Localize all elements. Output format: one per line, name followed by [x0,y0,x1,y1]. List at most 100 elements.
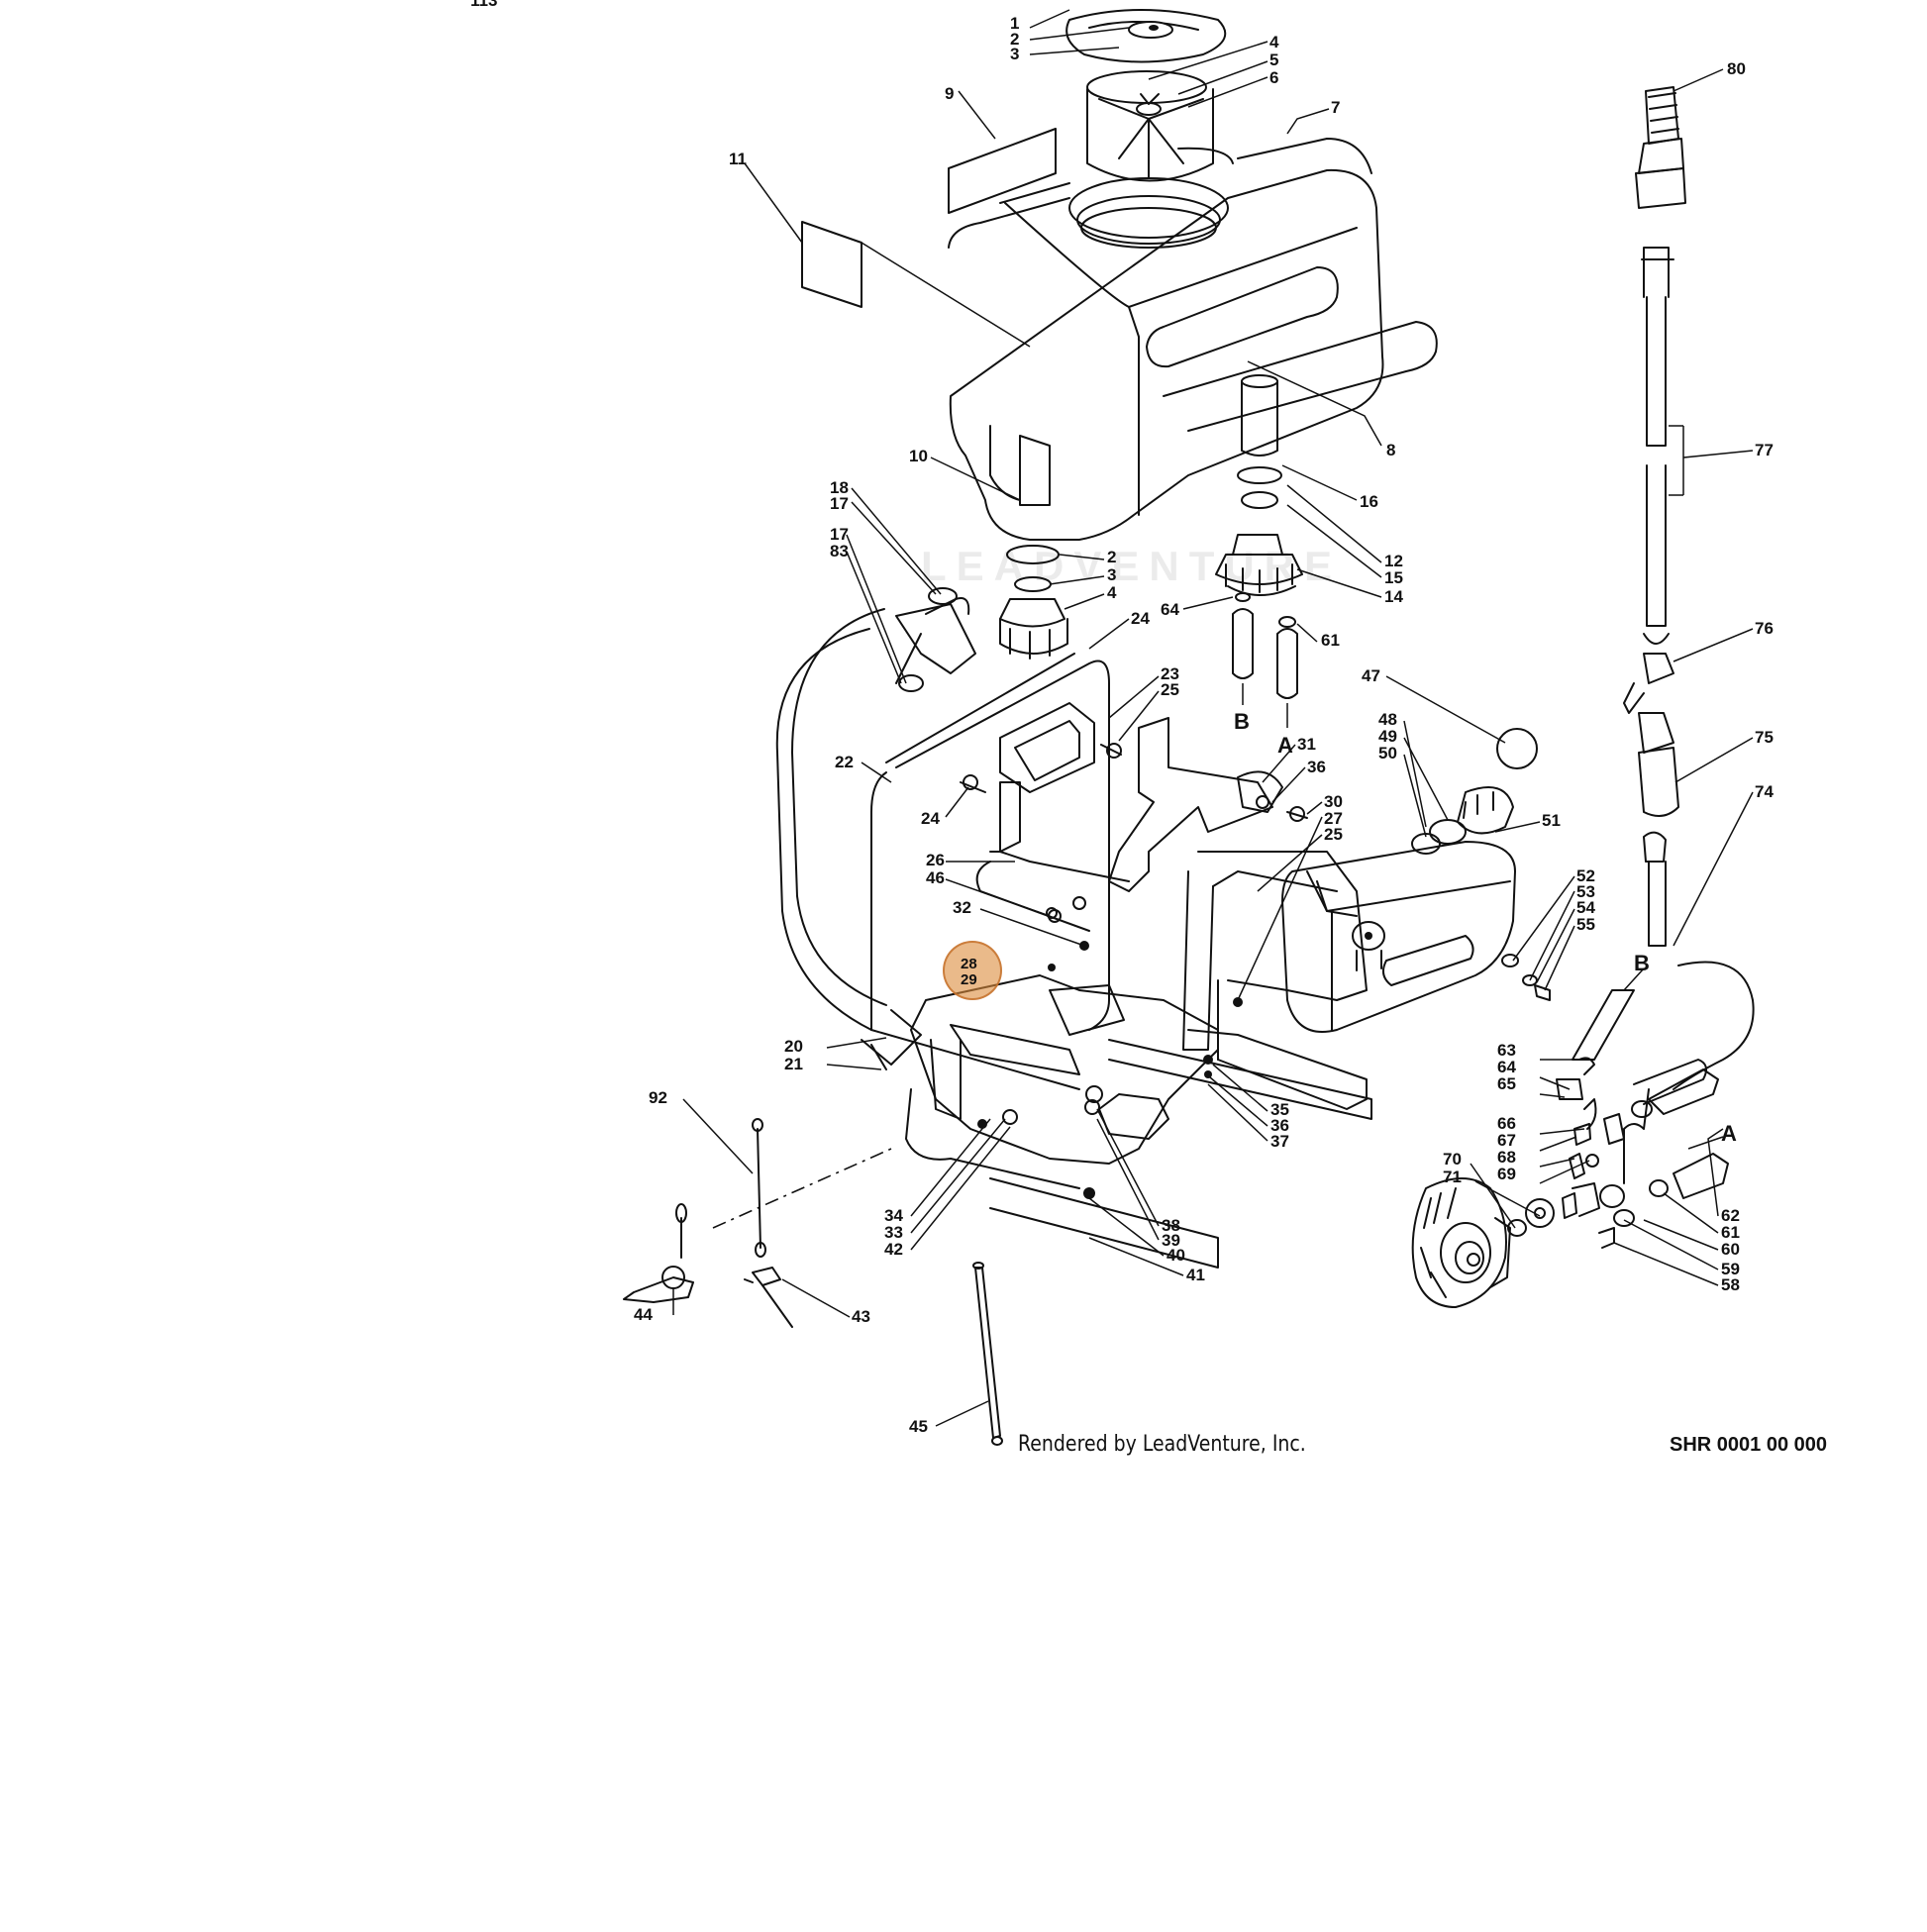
ref-letter: B [1634,951,1650,975]
shoulder-strap [775,587,976,1070]
part-label: 21 [784,1055,803,1073]
part-label: 60 [1721,1240,1740,1259]
part-label: 67 [1497,1131,1516,1150]
part-label: 41 [1186,1266,1205,1284]
part-label: 12 [1384,552,1403,570]
part-label: 68 [1497,1148,1516,1167]
part-label: 55 [1576,915,1595,934]
part-label: 36 [1307,758,1326,776]
part-hotspot-28-29[interactable] [943,941,1002,1000]
part-label: 15 [1384,568,1403,587]
frame-bar-and-lever [623,1118,1003,1446]
part-label: 58 [1721,1275,1740,1294]
part-label: 63 [1497,1041,1516,1060]
part-label: 77 [1755,441,1774,459]
tank-body [948,138,1438,541]
part-label: 4 [1269,33,1279,51]
part-label: 25 [1324,825,1343,844]
part-label: 23 [1161,664,1179,683]
part-label: 70 [1443,1150,1462,1169]
part-label: 3 [1107,565,1116,584]
part-label: 74 [1755,782,1774,801]
part-label: 44 [634,1305,653,1324]
part-label: 10 [909,447,928,465]
filler-cap-left [999,545,1068,660]
part-label: 7 [1331,98,1340,117]
part-label: 18 [830,478,849,497]
part-label: 76 [1755,619,1774,638]
part-label: 27 [1324,809,1343,828]
part-label: 80 [1727,59,1746,78]
part-label: 26 [926,851,945,869]
part-label: 34 [884,1206,903,1225]
part-label: 25 [1161,680,1179,699]
part-label: 30 [1324,792,1343,811]
filler-neck-right [1215,374,1303,596]
part-label: 92 [649,1088,667,1107]
spray-wand [1572,86,1755,1145]
part-label: 64 [1161,600,1179,619]
pump-assembly [1411,1057,1729,1308]
part-label: 36 [1270,1116,1289,1135]
part-label: 17 [830,494,849,513]
lid-assembly [1065,9,1229,249]
decals [801,128,1057,308]
hardware-fasteners [960,743,1308,1199]
part-label: 45 [909,1417,928,1436]
part-label: 50 [1378,744,1397,763]
part-label: 5 [1269,51,1278,69]
part-label: 31 [1297,735,1316,754]
part-label: 8 [1386,441,1395,459]
part-label: 24 [1131,609,1150,628]
part-label: 75 [1755,728,1774,747]
part-label: 24 [921,809,940,828]
part-label: 38 [1162,1216,1180,1235]
part-label: 3 [1010,45,1019,63]
reference-letters: B A B A [1234,709,1737,1146]
part-label: 32 [953,898,971,917]
part-label: 46 [926,868,945,887]
part-label: 11 [729,150,747,168]
part-label: 59 [1721,1260,1740,1278]
part-label: 62 [1721,1206,1740,1225]
part-label: 1 [1010,14,1019,33]
part-label: 53 [1576,882,1595,901]
ref-letter: B [1234,709,1250,734]
part-label: 16 [1360,492,1378,511]
part-label: 43 [852,1307,870,1326]
svg-text:29: 29 [961,971,977,988]
part-label: 6 [1269,68,1278,87]
part-label: 61 [1721,1223,1740,1242]
part-label: 71 [1443,1168,1462,1186]
part-label: 83 [830,542,849,560]
svg-text:28: 28 [961,956,977,972]
hotspot-label: 28 29 [961,956,977,988]
part-label: 37 [1270,1132,1289,1151]
hose-pieces-top [1232,592,1298,728]
part-label: 2 [1107,548,1116,566]
part-label: 33 [884,1223,903,1242]
part-labels: 113 1 2 3 4 5 6 7 9 11 8 10 16 12 15 14 … [470,0,1774,1436]
ref-letter: A [1721,1121,1737,1146]
part-label: 113 [470,0,497,10]
watermark: LEADVENTURE [921,543,1343,589]
part-label: 35 [1270,1100,1289,1119]
part-label: 40 [1166,1246,1185,1265]
part-label: 61 [1321,631,1340,650]
part-label: 54 [1576,898,1595,917]
part-label: 52 [1576,866,1595,885]
render-credit: Rendered by LeadVenture, Inc. [1018,1432,1306,1457]
leader-lines [672,9,1754,1427]
part-label: 47 [1362,666,1380,685]
part-label: 20 [784,1037,803,1056]
part-label: 17 [830,525,849,544]
part-label: 51 [1542,811,1561,830]
ref-letter: A [1277,733,1293,758]
part-label: 42 [884,1240,903,1259]
part-label: 4 [1107,583,1117,602]
fuel-tank [1281,728,1551,1033]
part-label: 9 [945,84,954,103]
part-label: 14 [1384,587,1403,606]
